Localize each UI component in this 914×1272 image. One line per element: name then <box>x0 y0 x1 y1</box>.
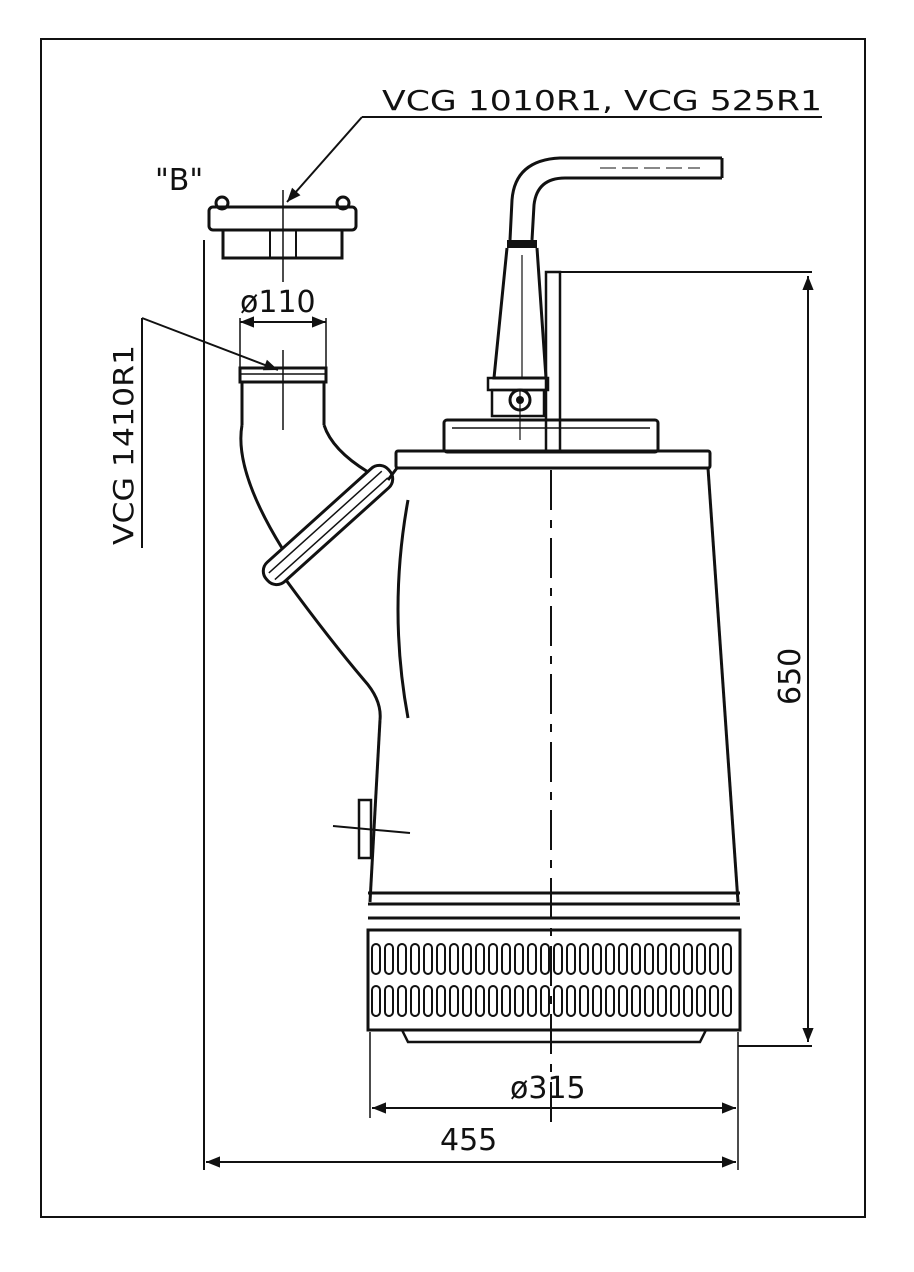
strainer-slot <box>384 943 394 975</box>
strainer-slot <box>683 985 693 1017</box>
strainer-diameter-dimension: ø315 <box>369 1032 739 1118</box>
strainer-slot <box>410 943 420 975</box>
strainer-slot <box>618 985 628 1017</box>
strainer-slot <box>657 985 667 1017</box>
strainer-slot <box>475 943 485 975</box>
model-label-top-group: VCG 1010R1, VCG 525R1 <box>286 84 822 203</box>
strainer-slot <box>462 985 472 1017</box>
model-label-top: VCG 1010R1, VCG 525R1 <box>382 84 822 117</box>
strainer-slot <box>709 943 719 975</box>
height-dimension: 650 <box>544 270 814 1047</box>
outlet-diameter-label: ø110 <box>240 285 316 320</box>
strainer-slot <box>644 985 654 1017</box>
strainer-slot <box>618 943 628 975</box>
model-label-side-group: VCG 1410R1 <box>107 317 279 548</box>
strainer-slot <box>722 943 732 975</box>
power-cable <box>486 156 724 440</box>
strainer-slot <box>501 985 511 1017</box>
strainer-slot <box>449 985 459 1017</box>
strainer-slot <box>488 985 498 1017</box>
strainer-slot <box>683 943 693 975</box>
strainer-slot <box>371 985 381 1017</box>
strainer-slot <box>436 943 446 975</box>
strainer-slot <box>514 943 524 975</box>
strainer-slot <box>423 985 433 1017</box>
strainer-slot <box>722 985 732 1017</box>
strainer-slot <box>696 985 706 1017</box>
strainer-slot <box>631 943 641 975</box>
strainer-slot <box>566 985 576 1017</box>
strainer-slot <box>501 943 511 975</box>
overall-width-label: 455 <box>440 1123 497 1158</box>
strainer-slot <box>605 985 615 1017</box>
strainer-slot <box>488 943 498 975</box>
strainer-slot <box>592 943 602 975</box>
strainer-slot <box>540 943 550 975</box>
pump-housing <box>332 418 742 1130</box>
strainer-slot <box>670 943 680 975</box>
strainer-slot <box>449 943 459 975</box>
strainer-slot <box>527 943 537 975</box>
strainer-slot <box>696 943 706 975</box>
strainer-slot <box>514 985 524 1017</box>
discharge-pipe <box>238 350 395 721</box>
detail-b-connector: "B" <box>155 163 358 282</box>
strainer-slot <box>631 985 641 1017</box>
outlet-diameter-dimension: ø110 <box>239 285 327 368</box>
overall-width-dimension: 455 <box>203 240 739 1170</box>
strainer-slot <box>670 985 680 1017</box>
strainer-slot <box>579 985 589 1017</box>
strainer-slot <box>410 985 420 1017</box>
strainer-slot <box>644 943 654 975</box>
strainer-slot <box>384 985 394 1017</box>
strainer-slot <box>436 985 446 1017</box>
strainer-slot <box>462 943 472 975</box>
strainer-slot <box>371 943 381 975</box>
strainer-slot <box>397 985 407 1017</box>
strainer-slot <box>605 943 615 975</box>
strainer-slot <box>475 985 485 1017</box>
model-label-side: VCG 1410R1 <box>107 345 140 545</box>
strainer-slot <box>657 943 667 975</box>
strainer-slot <box>566 943 576 975</box>
strainer-slot <box>709 985 719 1017</box>
strainer-slot <box>397 943 407 975</box>
strainer-slot <box>553 985 563 1017</box>
strainer-slot <box>423 943 433 975</box>
detail-b-label: "B" <box>155 163 203 198</box>
strainer-slot <box>592 985 602 1017</box>
strainer-slot <box>579 943 589 975</box>
height-label: 650 <box>773 648 808 705</box>
drawing-frame <box>40 38 866 1218</box>
strainer-slot <box>553 943 563 975</box>
strainer-slot <box>540 985 550 1017</box>
strainer-slots <box>371 943 732 1017</box>
strainer-diameter-label: ø315 <box>510 1071 586 1106</box>
strainer-slot <box>527 985 537 1017</box>
